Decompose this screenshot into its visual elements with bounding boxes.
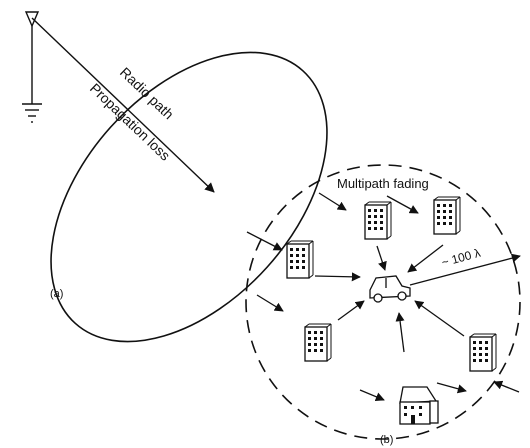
building-icon: [304, 323, 332, 362]
car-icon: [369, 275, 411, 303]
ground-icon: [22, 103, 42, 123]
antenna-icon: [24, 11, 40, 104]
multipath-fading-label: Multipath fading: [337, 176, 429, 191]
house-icon: [399, 386, 439, 425]
building-icon: [364, 201, 392, 240]
building-icon: [469, 333, 497, 372]
multipath-circle: [245, 164, 521, 440]
scatter-arrows: [246, 192, 520, 402]
building-icon: [286, 240, 314, 279]
coverage-ellipse: [50, 51, 328, 343]
part-b-label: (b): [380, 434, 394, 446]
part-a-label: (a): [50, 288, 64, 300]
building-icon: [433, 196, 461, 235]
radius-line: [409, 253, 521, 286]
radio-path-arrow: [31, 17, 215, 193]
